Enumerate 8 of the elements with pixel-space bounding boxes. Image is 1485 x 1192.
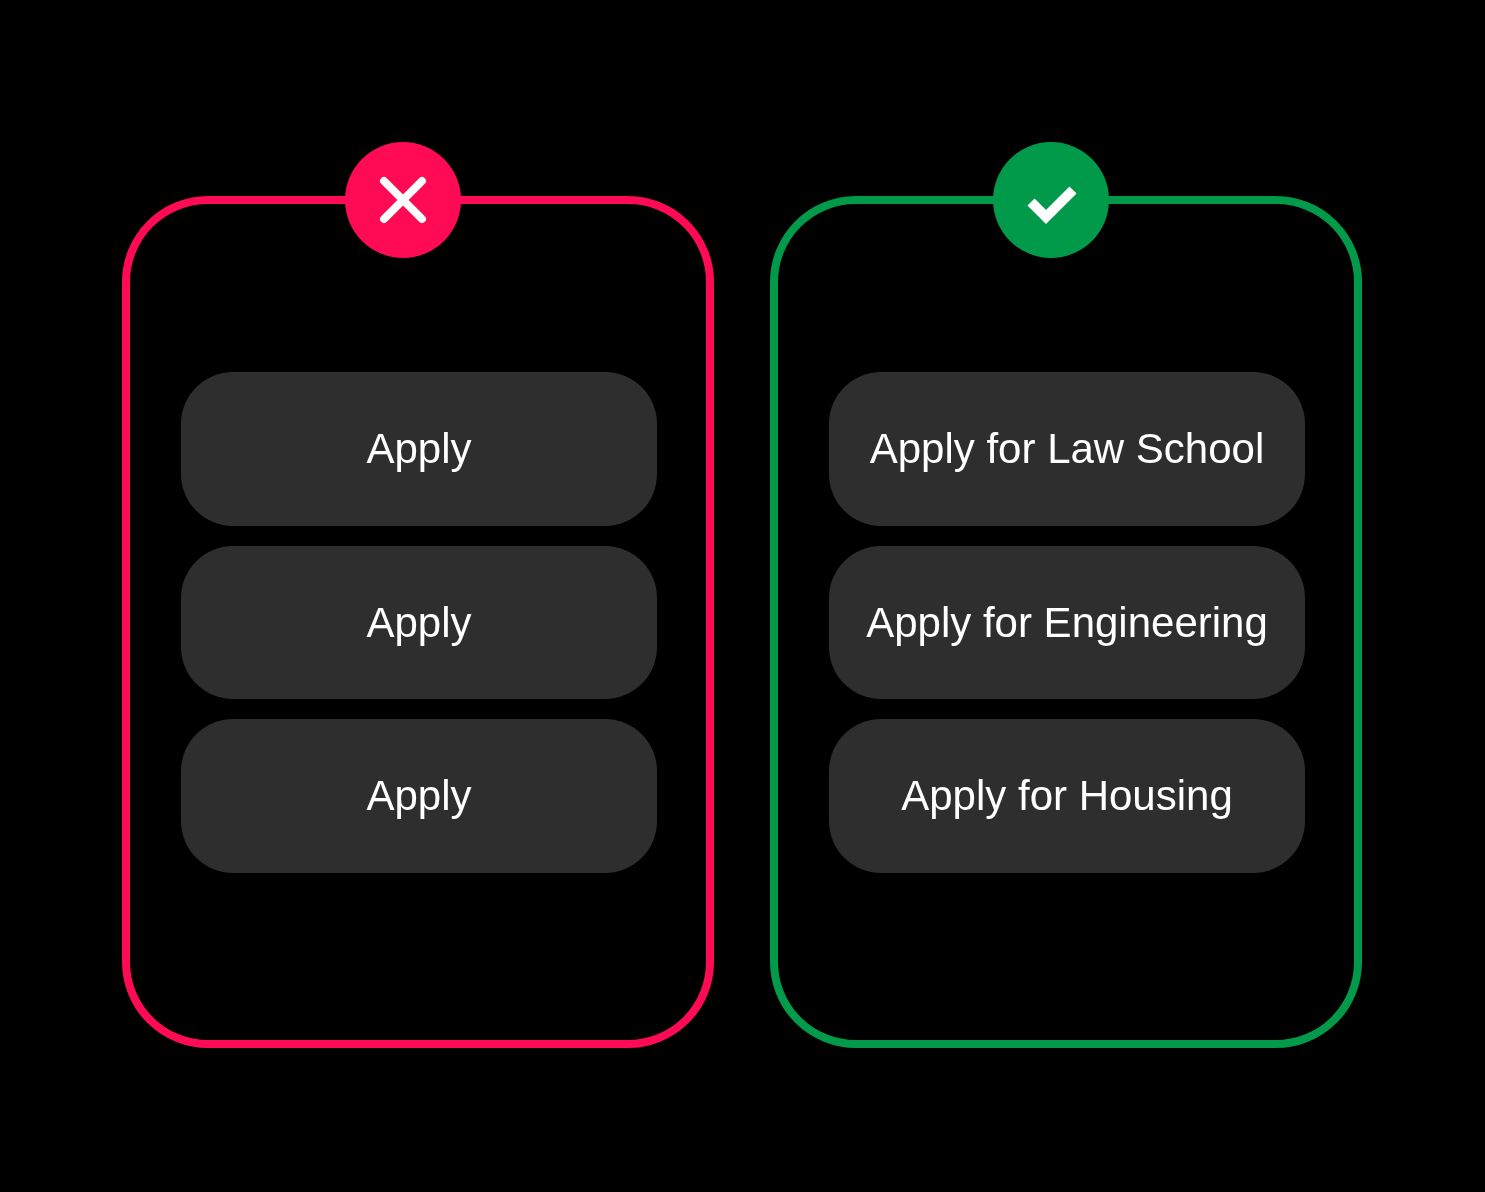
- action-button: Apply for Housing: [829, 719, 1305, 873]
- action-button: Apply for Law School: [829, 372, 1305, 526]
- card-panel: [122, 196, 714, 1048]
- action-button: Apply: [181, 372, 657, 526]
- action-button: Apply: [181, 546, 657, 699]
- card-panel: [770, 196, 1362, 1048]
- action-button: Apply: [181, 719, 657, 873]
- action-button: Apply for Engineering: [829, 546, 1305, 699]
